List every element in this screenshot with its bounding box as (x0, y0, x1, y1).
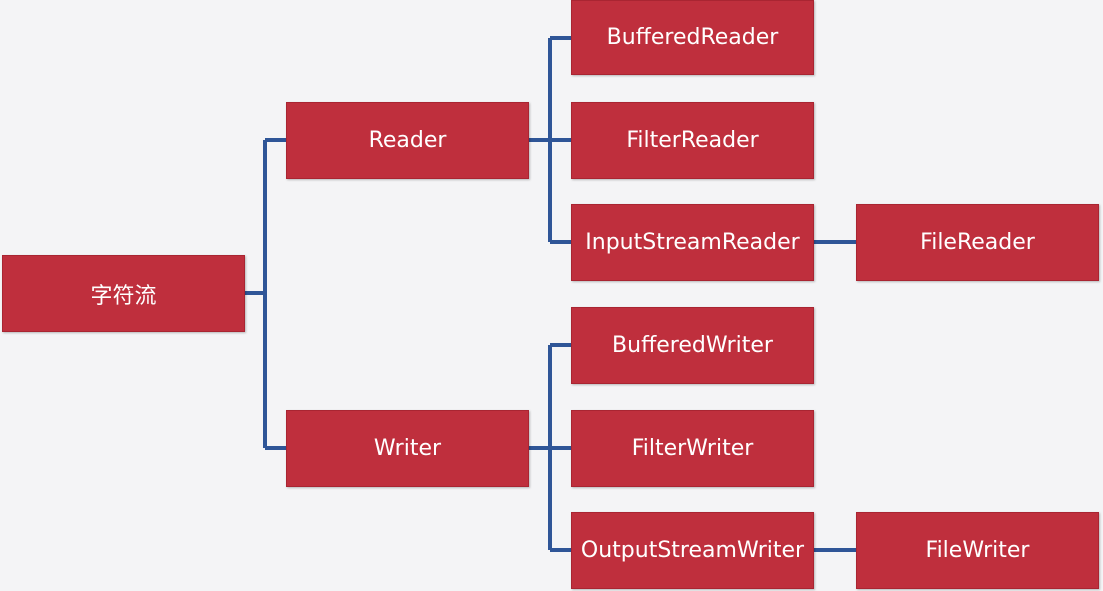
node-label: FilterWriter (631, 436, 754, 461)
node-writer: Writer (286, 410, 529, 487)
node-filter-reader: FilterReader (571, 102, 814, 179)
connector-reader-children (529, 36, 571, 244)
node-output-stream-writer: OutputStreamWriter (571, 512, 814, 589)
node-label: OutputStreamWriter (580, 538, 805, 563)
node-reader: Reader (286, 102, 529, 179)
node-file-writer: FileWriter (856, 512, 1099, 589)
node-file-reader: FileReader (856, 204, 1099, 281)
node-label: FileReader (920, 230, 1035, 255)
node-label: 字符流 (90, 283, 157, 309)
node-label: Writer (373, 436, 442, 461)
node-label: Reader (368, 128, 447, 153)
node-filter-writer: FilterWriter (571, 410, 814, 487)
connector-root-children (245, 138, 286, 450)
connector-writer-children (529, 343, 571, 552)
node-character-stream: 字符流 (2, 255, 245, 332)
node-input-stream-reader: InputStreamReader (571, 204, 814, 281)
node-buffered-writer: BufferedWriter (571, 307, 814, 384)
node-label: BufferedReader (606, 25, 779, 50)
node-label: InputStreamReader (585, 230, 800, 255)
node-label: BufferedWriter (612, 333, 773, 358)
node-label: FilterReader (626, 128, 759, 153)
node-buffered-reader: BufferedReader (571, 0, 814, 75)
node-label: FileWriter (925, 538, 1030, 563)
